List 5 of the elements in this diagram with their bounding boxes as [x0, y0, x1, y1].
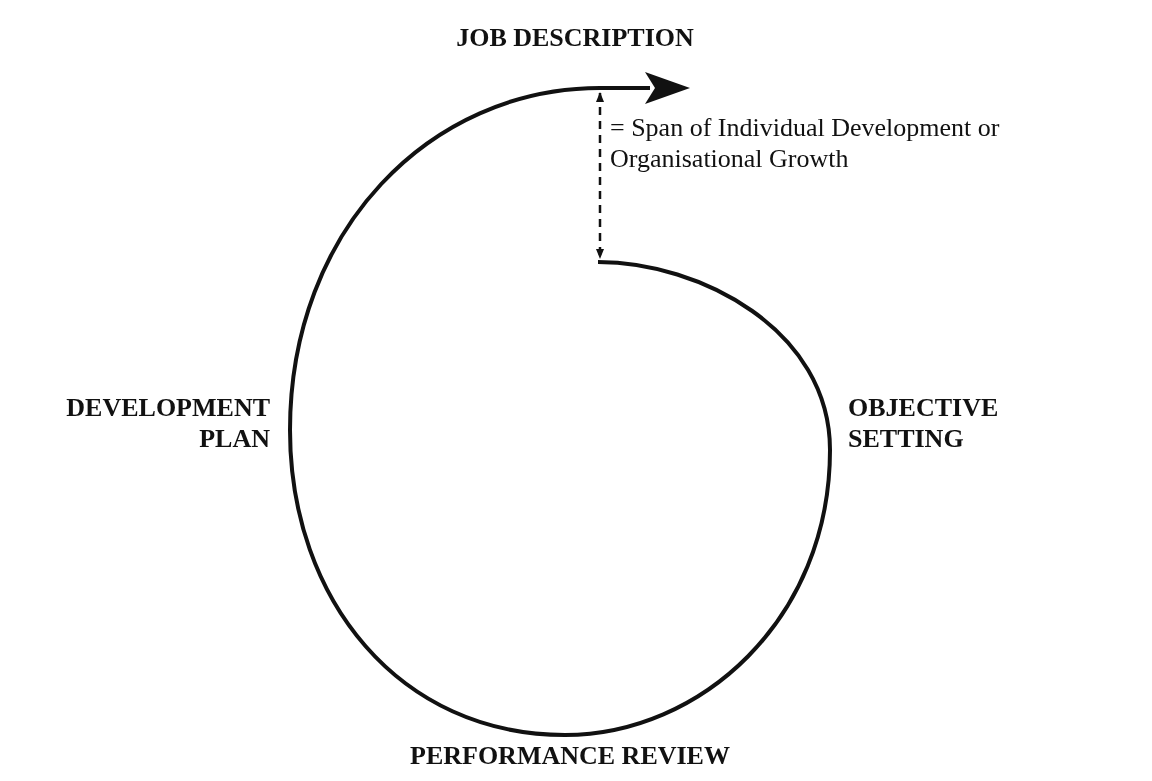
stage-label: JOB DESCRIPTION [455, 22, 695, 54]
stage-label: PERFORMANCE REVIEW [409, 740, 731, 772]
span-note: = Span of Individual Development or Organisational Growth [610, 112, 1001, 175]
stage-label: OBJECTIVE SETTING [848, 392, 1000, 455]
stage-label: DEVELOPMENT PLAN [65, 392, 270, 455]
